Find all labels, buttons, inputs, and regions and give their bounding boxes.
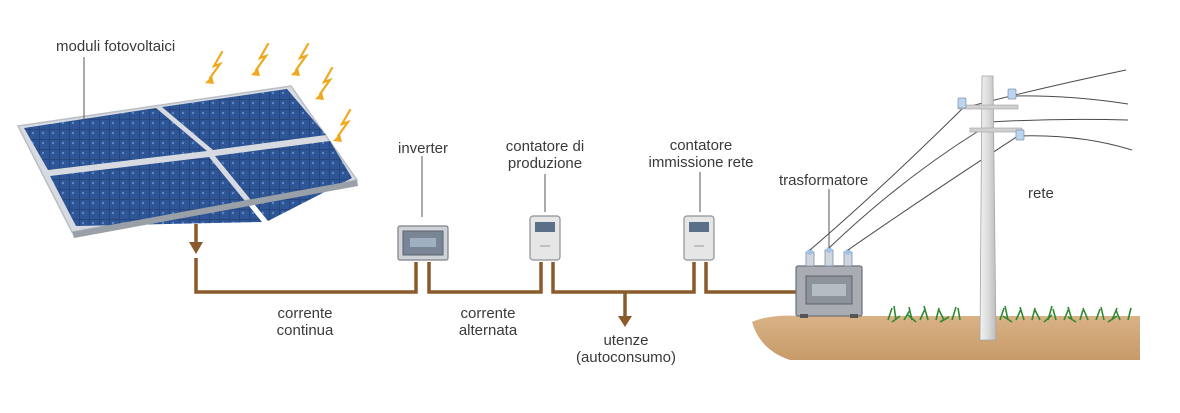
dc-current-label-line-2: continua: [276, 322, 334, 339]
loads-label-line-1: utenze: [603, 332, 649, 349]
loads-label: utenze (autoconsumo): [576, 332, 676, 366]
ac-cable: [427, 262, 796, 318]
grid-meter-device: [683, 215, 715, 261]
inverter-device: [397, 225, 449, 261]
grid-meter-label: contatore immissione rete: [648, 137, 753, 171]
ac-current-label-line-2: alternata: [458, 322, 518, 339]
grid-meter-label-line-2: immissione rete: [648, 154, 754, 171]
inverter-label: inverter: [397, 140, 449, 157]
grid-meter-label-line-1: contatore: [669, 137, 733, 154]
production-meter-label: contatore di produzione: [506, 138, 584, 172]
production-meter-label-line-2: produzione: [507, 155, 583, 172]
production-meter-device: [529, 215, 561, 261]
power-lines: [809, 69, 1133, 251]
ground: [752, 315, 1140, 360]
dc-current-label-line-1: corrente: [277, 305, 333, 322]
grass: [887, 305, 1132, 323]
dc-current-label: corrente continua: [277, 305, 334, 339]
production-meter-label-line-1: contatore di: [505, 138, 585, 155]
solar-panel-array: [16, 85, 359, 238]
utility-pole: [957, 75, 1025, 341]
ac-current-label: corrente alternata: [459, 305, 517, 339]
loads-down-arrow: [618, 316, 632, 327]
sun-rays: [208, 42, 352, 138]
leader-lines: [83, 57, 830, 248]
pv-modules-label: moduli fotovoltaici: [56, 38, 176, 55]
grid-label: rete: [1028, 185, 1054, 202]
dc-cable: [194, 224, 418, 294]
loads-label-line-2: (autoconsumo): [575, 349, 677, 366]
transformer-device: [795, 247, 863, 318]
sun-ray-arrowheads: [205, 68, 342, 142]
transformer-label: trasformatore: [779, 172, 869, 189]
dc-down-arrow: [189, 242, 203, 254]
ac-current-label-line-1: corrente: [460, 305, 516, 322]
